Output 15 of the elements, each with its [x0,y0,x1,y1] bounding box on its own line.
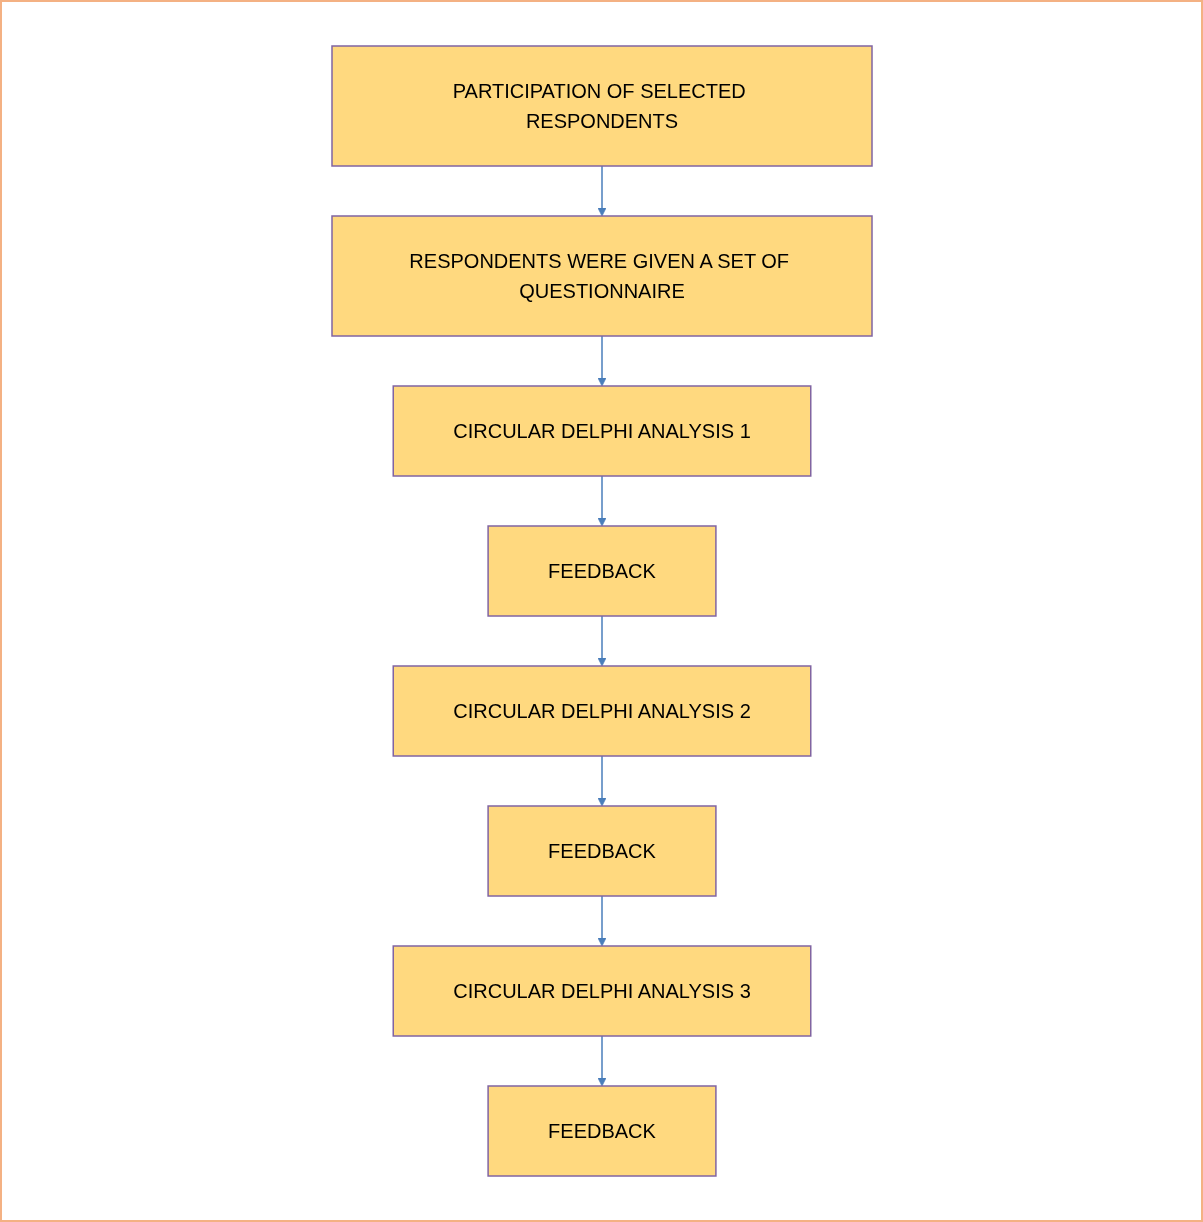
node-box: PARTICIPATION OF SELECTED RESPONDENTS [330,45,873,167]
node-box: RESPONDENTS WERE GIVEN A SET OF QUESTIONNAIRE [330,215,873,337]
arrow [597,335,606,387]
node-box: CIRCULAR DELPHI ANALYSIS 2 [392,665,811,757]
arrow [597,755,606,807]
arrow [597,895,606,947]
node-box: FEEDBACK [486,525,717,617]
arrow [597,1035,606,1087]
node-box: CIRCULAR DELPHI ANALYSIS 1 [392,385,811,477]
arrow [597,615,606,667]
arrow [597,475,606,527]
arrow [597,165,606,217]
node-box: FEEDBACK [486,805,717,897]
node-box: FEEDBACK [486,1085,717,1177]
node-box: CIRCULAR DELPHI ANALYSIS 3 [392,945,811,1037]
